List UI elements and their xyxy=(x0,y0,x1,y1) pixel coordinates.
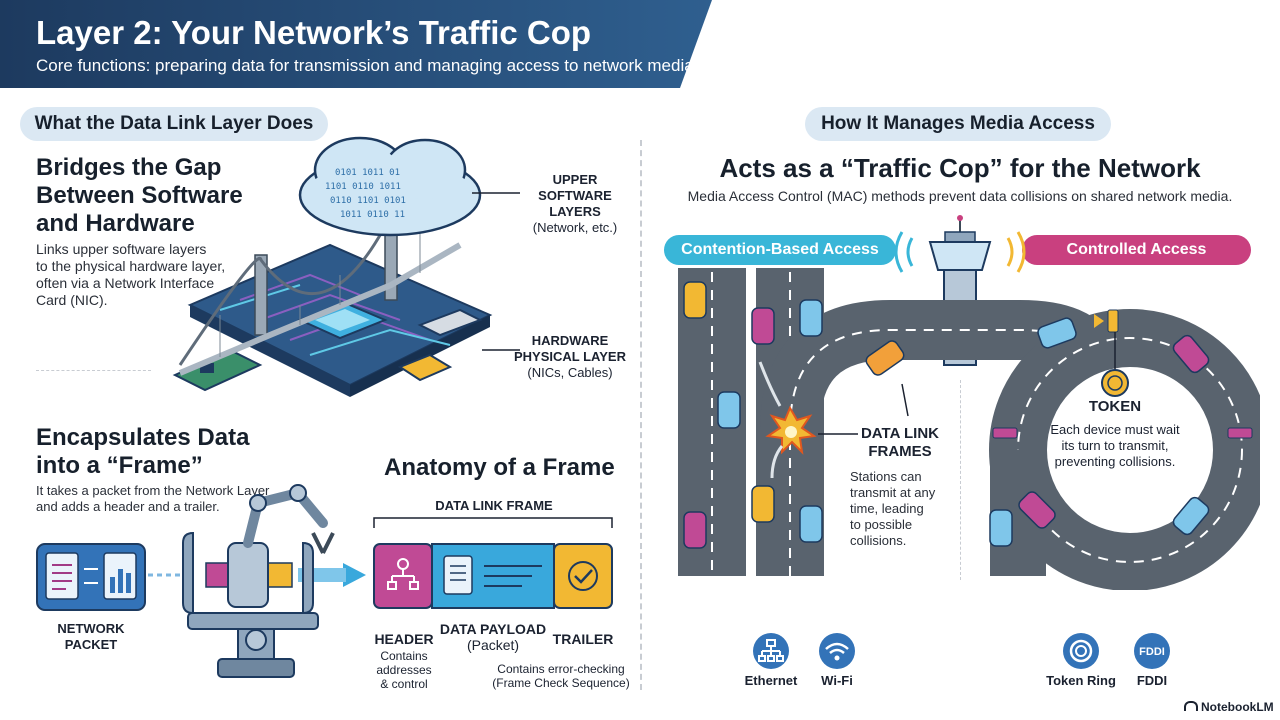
svg-text:1101 0110 1011: 1101 0110 1011 xyxy=(325,182,401,192)
anatomy-heading: Anatomy of a Frame xyxy=(384,454,615,481)
fddi-badge-text: FDDI xyxy=(1139,646,1165,658)
fddi-icon: FDDI xyxy=(1134,633,1170,669)
section-pill-right: How It Manages Media Access xyxy=(805,107,1111,141)
document-icon xyxy=(443,555,473,595)
notebooklm-logo-icon xyxy=(1184,701,1198,711)
frame-trailer-block xyxy=(553,543,613,609)
payload-label: DATA PAYLOAD (Packet) xyxy=(439,621,547,653)
wifi-icon xyxy=(819,633,855,669)
check-icon xyxy=(568,561,598,591)
collision-icon xyxy=(765,405,817,455)
trailer-label: TRAILER xyxy=(552,631,614,647)
token-icon xyxy=(1101,332,1129,397)
page-title: Layer 2: Your Network’s Traffic Cop xyxy=(36,14,592,51)
traffic-cop-heading: Acts as a “Traffic Cop” for the Network xyxy=(719,153,1201,183)
contention-access-label: Contention-Based Access xyxy=(664,235,896,265)
section-pill-left: What the Data Link Layer Does xyxy=(20,107,328,141)
bridge-heading: Bridges the Gap Between Software and Har… xyxy=(36,154,243,237)
signal-waves-right xyxy=(1006,231,1026,273)
network-tree-icon xyxy=(387,558,419,590)
token-ring-icon xyxy=(1063,633,1099,669)
encap-text: It takes a packet from the Network Layer… xyxy=(36,483,270,514)
arrow-icon xyxy=(343,563,366,587)
token-text: Each device must wait its turn to transm… xyxy=(1050,422,1180,469)
frames-label: DATA LINK FRAMES xyxy=(860,425,940,460)
svg-text:0101 1011 01: 0101 1011 01 xyxy=(335,168,400,178)
ethernet-icon xyxy=(753,633,789,669)
signal-waves-left xyxy=(894,231,914,273)
right-separator xyxy=(960,380,961,580)
traffic-illustration xyxy=(678,215,1260,590)
header-label: HEADER Contains addresses & control xyxy=(374,631,434,691)
frame-label: DATA LINK FRAME xyxy=(435,498,553,513)
svg-text:1011 0110 11: 1011 0110 11 xyxy=(340,210,405,220)
frame-bracket xyxy=(373,517,613,528)
bridge-tower xyxy=(254,254,268,336)
traffic-cop-subheading: Media Access Control (MAC) methods preve… xyxy=(687,188,1233,204)
network-packet-icon xyxy=(36,543,146,611)
token-label: TOKEN xyxy=(1088,398,1142,415)
column-divider xyxy=(640,140,642,690)
page-subtitle: Core functions: preparing data for trans… xyxy=(36,56,699,75)
frame-diagram xyxy=(373,517,613,609)
ethernet-label: Ethernet xyxy=(744,673,798,688)
controlled-access-label: Controlled Access xyxy=(1022,235,1251,265)
token-ring-label: Token Ring xyxy=(1046,673,1116,688)
svg-text:0110 1101 0101: 0110 1101 0101 xyxy=(330,196,406,206)
wifi-label: Wi-Fi xyxy=(821,673,853,688)
hardware-layer-label: HARDWARE PHYSICAL LAYER (NICs, Cables) xyxy=(514,333,626,380)
header-banner xyxy=(0,0,712,88)
ethernet-port-icon xyxy=(397,353,453,382)
bridge-illustration: 0101 1011 01 1101 0110 1011 0110 1101 01… xyxy=(172,136,520,397)
cloud-icon: 0101 1011 01 1101 0110 1011 0110 1101 01… xyxy=(298,136,482,237)
network-packet-label: NETWORK PACKET xyxy=(57,621,125,652)
notebooklm-brand: NotebookLM xyxy=(1184,700,1274,714)
left-separator xyxy=(36,370,151,371)
trailer-desc: Contains error-checking (Frame Check Seq… xyxy=(492,662,630,690)
encapsulation-machine xyxy=(148,484,366,678)
fddi-label: FDDI xyxy=(1136,673,1168,688)
banner-shape xyxy=(0,0,712,88)
stations-text: Stations can transmit at any time, leadi… xyxy=(850,469,936,548)
bridge-text: Links upper software layers to the physi… xyxy=(36,241,226,308)
upper-layers-label: UPPER SOFTWARE LAYERS (Network, etc.) xyxy=(532,172,618,235)
encap-heading: Encapsulates Data into a “Frame” xyxy=(36,424,250,479)
